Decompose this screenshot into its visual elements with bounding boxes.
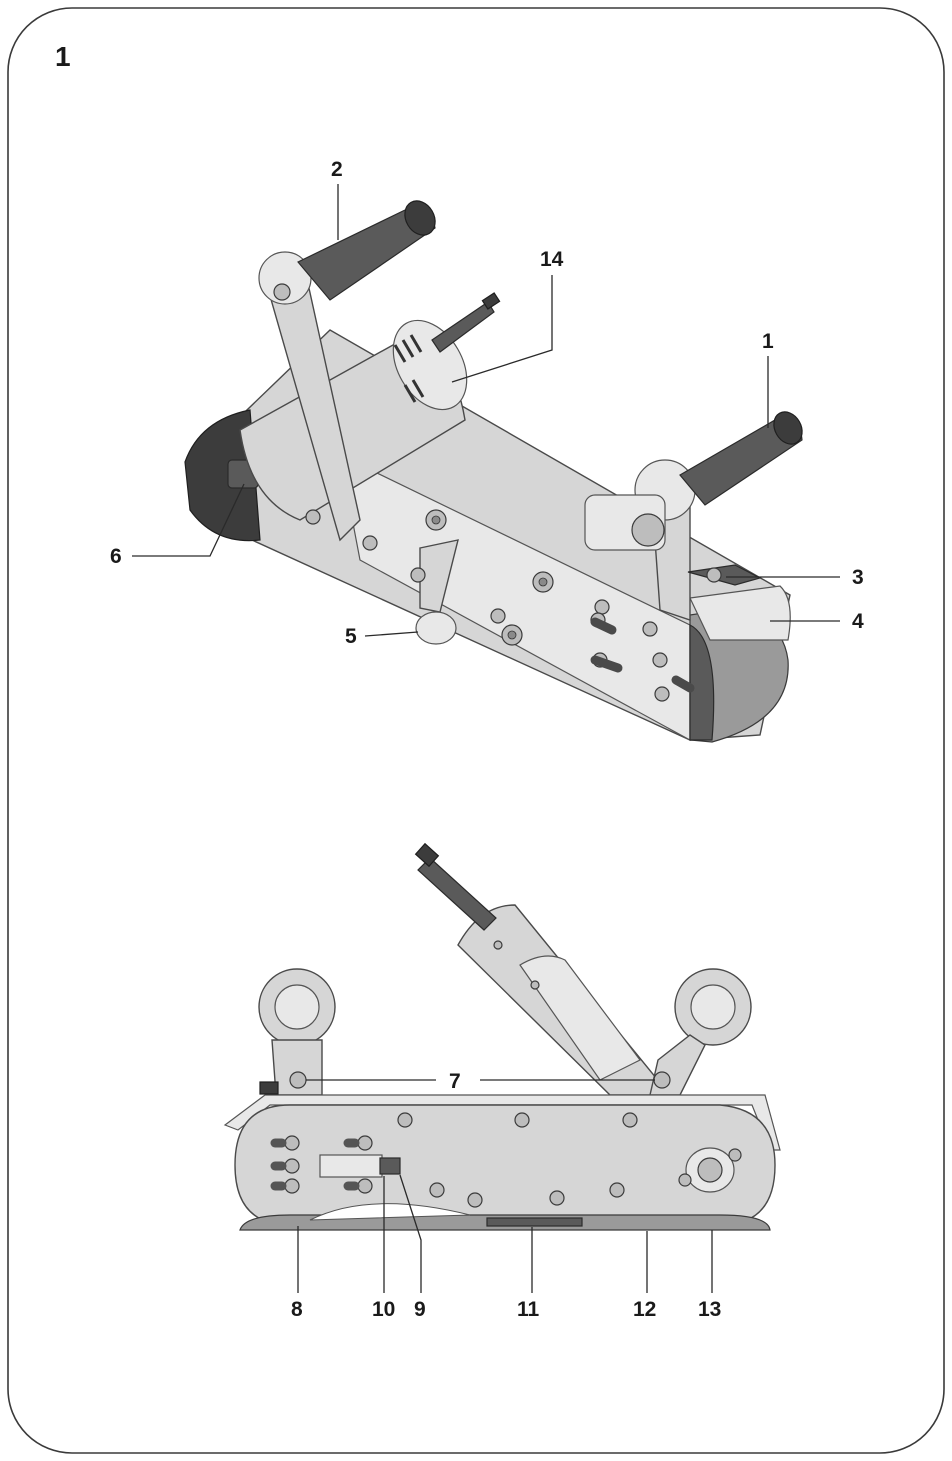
svg-text:2: 2 — [331, 158, 343, 181]
page-frame — [7, 7, 945, 1454]
side-cable-tip — [414, 842, 440, 868]
side-power-cable — [417, 857, 497, 931]
handle-2-nut — [273, 283, 291, 301]
belt-roller-face — [689, 624, 715, 741]
callout-7: 7 — [306, 1070, 655, 1093]
callout-8: 8 — [291, 1226, 303, 1321]
svg-text:7: 7 — [449, 1070, 461, 1093]
side-drive-screw-a — [678, 1173, 692, 1187]
callout-12: 12 — [633, 1231, 656, 1321]
svg-text:13: 13 — [698, 1298, 721, 1321]
svg-text:5: 5 — [345, 625, 357, 648]
callout-14: 14 — [451, 248, 564, 383]
clamping-lever-eye — [706, 567, 722, 583]
side-drive-screw-b — [728, 1148, 742, 1162]
side-slots — [270, 1138, 360, 1191]
adjustment-slots — [590, 617, 695, 693]
svg-text:1: 1 — [762, 330, 774, 353]
side-motor-screws — [493, 940, 540, 990]
callout-6: 6 — [110, 483, 245, 568]
callout-4: 4 — [770, 610, 864, 633]
clamping-lever — [687, 564, 762, 586]
side-plate-screws — [284, 1071, 671, 1208]
side-adjust-screw — [379, 1157, 401, 1175]
figure-number: 1 — [55, 41, 71, 72]
callout-11: 11 — [517, 1227, 540, 1321]
svg-text:9: 9 — [414, 1298, 426, 1321]
side-clamp-left — [259, 1081, 279, 1095]
side-platen — [486, 1217, 583, 1227]
callout-5: 5 — [345, 625, 419, 648]
svg-text:6: 6 — [110, 545, 122, 568]
power-cable — [431, 301, 495, 353]
callout-10: 10 — [372, 1176, 395, 1321]
top-view-illustration — [184, 200, 803, 743]
handle-1-grip-end — [773, 411, 803, 445]
cable-tip — [481, 292, 501, 310]
side-handle-left — [258, 968, 336, 1096]
svg-text:8: 8 — [291, 1298, 303, 1321]
svg-text:12: 12 — [633, 1298, 656, 1321]
callout-13: 13 — [698, 1230, 721, 1321]
vent-slots — [393, 334, 425, 403]
callout-1: 1 — [762, 330, 774, 428]
callout-2: 2 — [331, 158, 343, 240]
side-motor-band — [519, 955, 641, 1081]
callout-3: 3 — [726, 566, 864, 589]
side-adjust-block — [319, 1154, 383, 1178]
svg-text:3: 3 — [852, 566, 864, 589]
tension-lever-knob — [415, 611, 457, 645]
svg-text:10: 10 — [372, 1298, 395, 1321]
callout-9: 9 — [399, 1174, 426, 1321]
handle-2-grip-end — [404, 200, 436, 236]
side-recess — [309, 1203, 471, 1221]
front-housing — [184, 409, 261, 542]
svg-text:11: 11 — [517, 1298, 540, 1321]
side-view-illustration — [223, 842, 781, 1231]
side-drive-roller-hub — [697, 1157, 723, 1183]
svg-text:14: 14 — [540, 248, 564, 271]
belt-guard — [689, 585, 791, 641]
roller-block-knob — [631, 513, 665, 547]
svg-text:4: 4 — [852, 610, 864, 633]
